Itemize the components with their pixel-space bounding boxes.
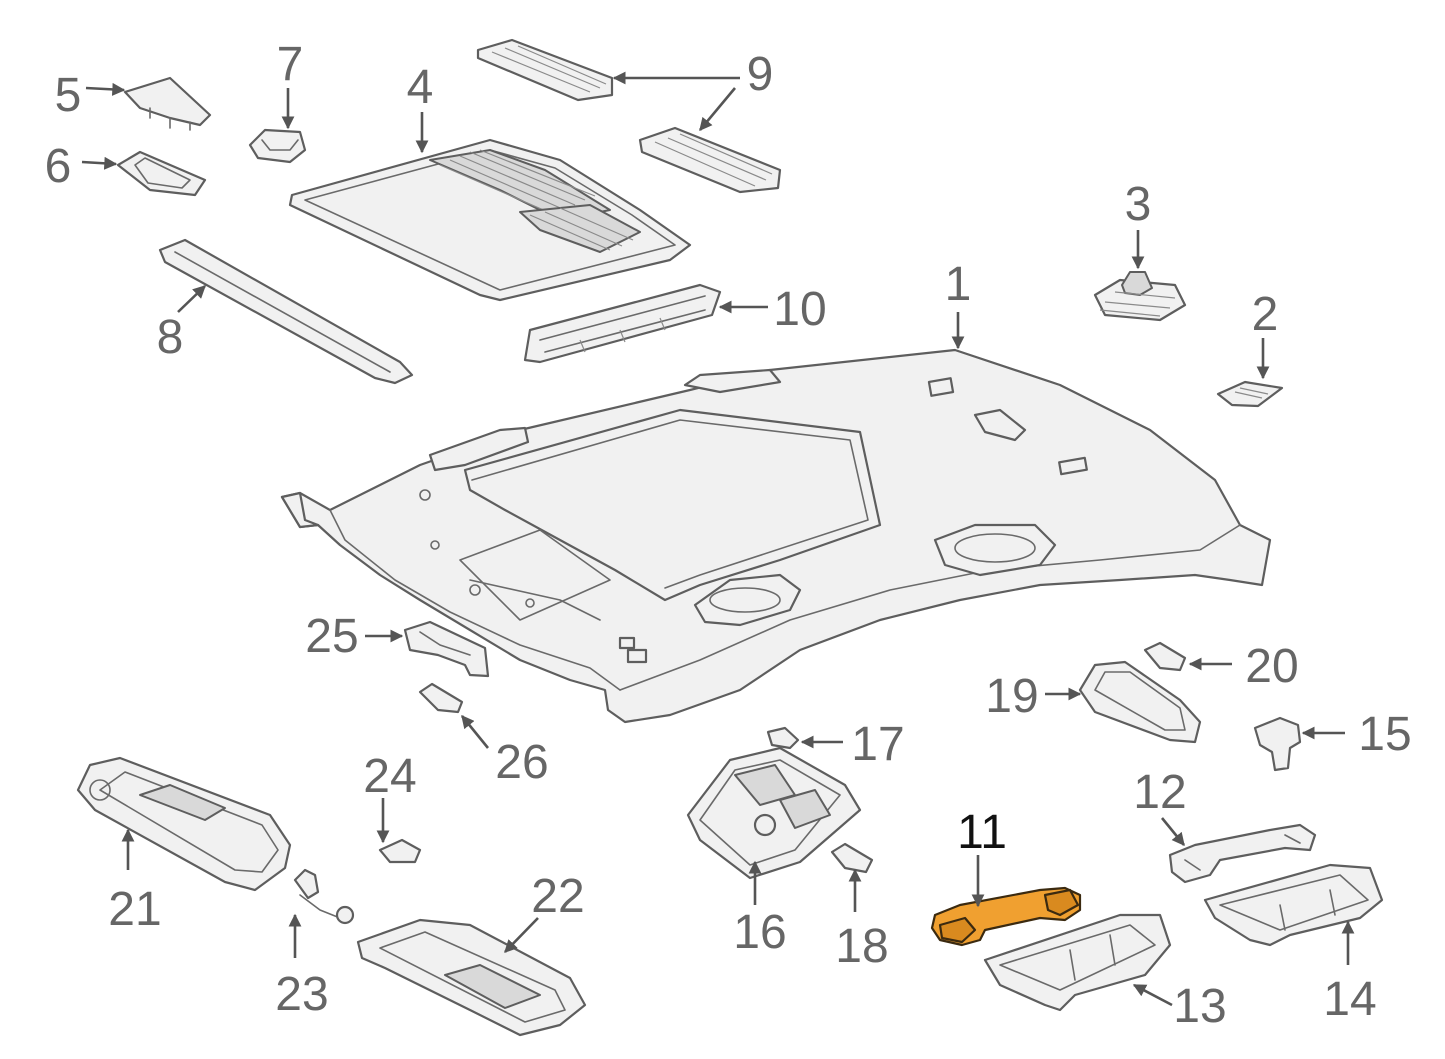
callout-10: 10 — [773, 283, 826, 336]
leader-13 — [1132, 983, 1173, 1007]
callout-6: 6 — [45, 140, 72, 193]
part-22-sun-visor — [356, 918, 587, 1037]
callout-8: 8 — [157, 311, 184, 364]
part-9-lower-panel — [638, 126, 782, 194]
callout-14: 14 — [1323, 973, 1376, 1026]
leader-12 — [1160, 817, 1186, 847]
part-16-overhead-console — [686, 746, 862, 880]
part-9-upper-panel — [476, 38, 614, 102]
part-21-sun-visor — [76, 756, 292, 892]
callout-3: 3 — [1125, 178, 1152, 231]
callout-labels: 1 2 3 4 5 6 7 8 9 10 11 12 13 14 15 16 1… — [45, 38, 1412, 1033]
part-5-cover — [123, 76, 212, 131]
callout-2: 2 — [1252, 288, 1279, 341]
leader-6 — [81, 156, 118, 170]
part-14-bracket — [1203, 863, 1384, 947]
callout-21: 21 — [108, 883, 161, 936]
callout-20: 20 — [1245, 640, 1298, 693]
part-13-bracket — [983, 913, 1172, 1012]
part-6-seal — [116, 150, 207, 197]
part-11-grab-handle — [930, 886, 1082, 947]
callout-1: 1 — [945, 258, 972, 311]
callout-18: 18 — [835, 920, 888, 973]
part-19-lamp-housing — [1078, 660, 1202, 744]
callout-23: 23 — [275, 968, 328, 1021]
callout-4: 4 — [407, 61, 434, 114]
callout-17: 17 — [851, 718, 904, 771]
callout-22: 22 — [531, 870, 584, 923]
part-1-headliner — [280, 348, 1272, 724]
callout-16: 16 — [733, 906, 786, 959]
leader-9b — [699, 87, 736, 131]
part-4-sunroof-panel — [288, 138, 692, 302]
leader-8 — [177, 285, 206, 313]
callout-9: 9 — [747, 48, 774, 101]
leader-26 — [460, 714, 490, 749]
callout-11: 11 — [957, 806, 1007, 859]
callout-7: 7 — [277, 38, 304, 91]
part-25-bracket — [403, 620, 490, 678]
leader-5 — [85, 82, 126, 96]
callout-13: 13 — [1173, 980, 1226, 1033]
part-15-clip — [1253, 716, 1302, 772]
callout-24: 24 — [363, 750, 416, 803]
leader-lines — [81, 71, 1355, 1007]
callout-25: 25 — [305, 610, 358, 663]
part-24-clip — [378, 838, 422, 864]
part-3-light-housing — [1093, 271, 1187, 322]
part-17-bulb — [766, 726, 800, 750]
part-18-bulb — [830, 842, 874, 874]
callout-5: 5 — [55, 69, 82, 122]
part-23-visor-bracket — [293, 868, 355, 925]
callout-19: 19 — [985, 670, 1038, 723]
leader-22 — [504, 917, 539, 953]
part-10-front-trim — [523, 283, 722, 364]
part-26-bulb — [418, 682, 464, 714]
part-2-clip — [1216, 380, 1284, 408]
part-12-grab-handle — [1168, 823, 1317, 884]
callout-26: 26 — [495, 736, 548, 789]
part-7-bracket — [248, 128, 307, 164]
callout-12: 12 — [1133, 766, 1186, 819]
part-8-rail — [158, 238, 414, 385]
callout-15: 15 — [1358, 708, 1411, 761]
part-20-bulb — [1143, 641, 1187, 672]
